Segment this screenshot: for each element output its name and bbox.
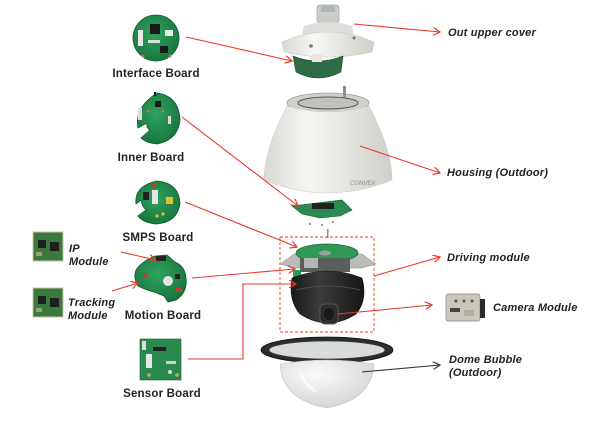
label-smps-board: SMPS Board [122, 232, 194, 244]
label-tracking-module-line1: Tracking [68, 297, 116, 309]
inner-board-image [137, 92, 181, 145]
label-dome-bubble: Dome Bubble (Outdoor) [449, 354, 522, 380]
label-housing: Housing (Outdoor) [447, 167, 549, 179]
leader-out-upper-cover [353, 23, 440, 32]
label-camera-module: Camera Module [493, 302, 578, 314]
out-upper-cover-part [281, 4, 375, 79]
leader-interface-board [185, 36, 292, 61]
label-tracking-module: Tracking Module [68, 297, 115, 323]
label-tracking-module-line2: Module [68, 310, 108, 322]
housing-brand-mark: CONVEX [350, 181, 376, 187]
interface-board-image [132, 14, 180, 62]
inner-board-part [291, 199, 353, 238]
label-driving-module: Driving module [447, 252, 530, 264]
leader-lines [111, 23, 440, 360]
leader-ip-module [120, 251, 156, 260]
driving-module-part [279, 243, 377, 325]
label-sensor-board: Sensor Board [123, 388, 201, 400]
dome-bubble-part [260, 336, 394, 409]
sensor-board-image [139, 338, 182, 381]
ip-module-image [32, 231, 64, 262]
label-ip-module-line1: IP [69, 243, 80, 255]
label-motion-board: Motion Board [124, 310, 202, 322]
housing-part: CONVEX [263, 86, 393, 194]
label-out-upper-cover: Out upper cover [448, 27, 536, 39]
smps-board-image [135, 180, 181, 225]
camera-module-image [445, 293, 485, 322]
leader-tracking-module [111, 283, 138, 292]
leader-inner-board [181, 116, 298, 206]
label-interface-board: Interface Board [112, 68, 200, 80]
leader-camera-module [337, 305, 432, 315]
tracking-module-image [32, 287, 64, 318]
leader-housing [359, 145, 440, 173]
label-dome-bubble-line1: Dome Bubble [449, 354, 523, 366]
label-ip-module-line2: Module [69, 256, 109, 268]
label-inner-board: Inner Board [117, 152, 185, 164]
label-dome-bubble-line2: (Outdoor) [449, 367, 502, 379]
leader-sensor-board [188, 284, 296, 360]
leader-dome-bubble [361, 365, 440, 373]
motion-board-image [134, 254, 187, 303]
label-ip-module: IP Module [69, 243, 109, 269]
leader-smps-board [184, 201, 297, 247]
leader-driving-module [373, 257, 440, 277]
leader-motion-board [191, 269, 295, 279]
